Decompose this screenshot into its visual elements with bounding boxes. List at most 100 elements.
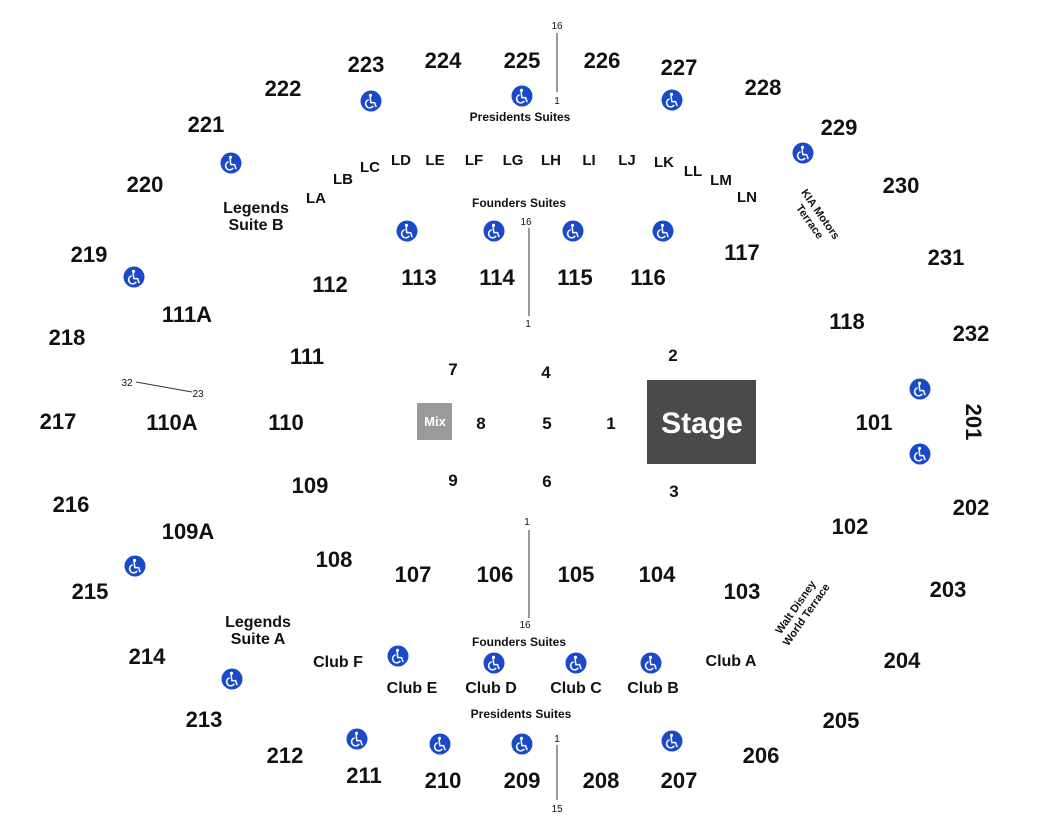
section-215[interactable]: 215 — [72, 579, 109, 604]
section-118[interactable]: 118 — [829, 309, 865, 334]
walt-disney-world-terrace[interactable]: Walt Disney World Terrace — [770, 574, 832, 648]
floor-2[interactable]: 2 — [668, 346, 677, 365]
section-220[interactable]: 220 — [127, 172, 164, 197]
section-221[interactable]: 221 — [188, 112, 225, 137]
section-111a[interactable]: 111A — [162, 302, 212, 327]
loge-le[interactable]: LE — [425, 152, 444, 169]
wheelchair-icon — [220, 667, 244, 691]
club-f[interactable]: Club F — [313, 654, 363, 671]
wheelchair-icon — [791, 141, 815, 165]
wheelchair-icon — [219, 151, 243, 175]
loge-lj[interactable]: LJ — [618, 152, 636, 169]
section-205[interactable]: 205 — [823, 708, 860, 733]
kia-motors-terrace[interactable]: KIA Motors Terrace — [788, 187, 842, 249]
section-218[interactable]: 218 — [49, 325, 86, 350]
wheelchair-icon — [639, 651, 663, 675]
legends-suite-a[interactable]: Suite A — [231, 631, 286, 648]
club-e[interactable]: Club E — [387, 680, 438, 697]
loge-lc[interactable]: LC — [360, 159, 380, 176]
section-213[interactable]: 213 — [186, 707, 223, 732]
loge-lm[interactable]: LM — [710, 172, 732, 189]
floor-6[interactable]: 6 — [542, 472, 551, 491]
row-marker: 1 — [554, 96, 560, 107]
section-230[interactable]: 230 — [883, 173, 920, 198]
section-210[interactable]: 210 — [425, 768, 462, 793]
founders-suites-bottom[interactable]: Founders Suites — [472, 635, 566, 649]
section-229[interactable]: 229 — [821, 115, 858, 140]
section-108[interactable]: 108 — [316, 547, 353, 572]
section-228[interactable]: 228 — [745, 75, 782, 100]
loge-ld[interactable]: LD — [391, 152, 411, 169]
loge-lf[interactable]: LF — [465, 152, 483, 169]
club-b[interactable]: Club B — [627, 680, 679, 697]
section-109[interactable]: 109 — [292, 473, 329, 498]
section-102[interactable]: 102 — [832, 514, 869, 539]
loge-ln[interactable]: LN — [737, 189, 757, 206]
loge-la[interactable]: LA — [306, 190, 326, 207]
section-114[interactable]: 114 — [479, 265, 515, 290]
section-109a[interactable]: 109A — [162, 519, 215, 544]
section-223[interactable]: 223 — [348, 52, 385, 77]
section-216[interactable]: 216 — [53, 492, 90, 517]
section-222[interactable]: 222 — [265, 76, 302, 101]
stage — [647, 380, 756, 464]
section-104[interactable]: 104 — [639, 562, 676, 587]
section-203[interactable]: 203 — [930, 577, 967, 602]
founders-suites-top[interactable]: Founders Suites — [472, 196, 566, 210]
section-214[interactable]: 214 — [129, 644, 166, 669]
section-103[interactable]: 103 — [724, 579, 761, 604]
loge-li[interactable]: LI — [582, 152, 595, 169]
section-219[interactable]: 219 — [71, 242, 108, 267]
section-227[interactable]: 227 — [661, 55, 698, 80]
loge-lb[interactable]: LB — [333, 171, 353, 188]
floor-4[interactable]: 4 — [541, 363, 551, 382]
section-217[interactable]: 217 — [40, 409, 77, 434]
section-202[interactable]: 202 — [953, 495, 990, 520]
floor-7[interactable]: 7 — [448, 360, 457, 379]
section-116[interactable]: 116 — [630, 265, 666, 290]
section-204[interactable]: 204 — [884, 648, 921, 673]
section-207[interactable]: 207 — [661, 768, 698, 793]
section-115[interactable]: 115 — [557, 265, 593, 290]
section-105[interactable]: 105 — [558, 562, 595, 587]
legends-suite-b[interactable]: Suite B — [228, 217, 283, 234]
section-225[interactable]: 225 — [504, 48, 541, 73]
section-110a[interactable]: 110A — [146, 410, 197, 435]
section-208[interactable]: 208 — [583, 768, 620, 793]
section-201[interactable]: 201 — [961, 404, 986, 441]
section-117[interactable]: 117 — [724, 240, 760, 265]
section-226[interactable]: 226 — [584, 48, 621, 73]
legends-suite-b[interactable]: Legends — [223, 200, 289, 217]
section-209[interactable]: 209 — [504, 768, 541, 793]
section-232[interactable]: 232 — [953, 321, 990, 346]
section-211[interactable]: 211 — [346, 763, 382, 788]
section-111[interactable]: 111 — [290, 344, 324, 369]
floor-8[interactable]: 8 — [476, 414, 485, 433]
loge-lg[interactable]: LG — [503, 152, 524, 169]
floor-3[interactable]: 3 — [669, 482, 678, 501]
section-106[interactable]: 106 — [477, 562, 514, 587]
loge-lk[interactable]: LK — [654, 154, 674, 171]
club-c[interactable]: Club C — [550, 680, 602, 697]
wheelchair-icon — [386, 644, 410, 668]
section-206[interactable]: 206 — [743, 743, 780, 768]
legends-suite-a[interactable]: Legends — [225, 614, 291, 631]
section-112[interactable]: 112 — [312, 272, 348, 297]
section-101[interactable]: 101 — [856, 410, 893, 435]
presidents-suites-top[interactable]: Presidents Suites — [470, 110, 571, 124]
floor-9[interactable]: 9 — [448, 471, 457, 490]
section-113[interactable]: 113 — [401, 265, 437, 290]
loge-lh[interactable]: LH — [541, 152, 561, 169]
section-212[interactable]: 212 — [267, 743, 304, 768]
section-110[interactable]: 110 — [268, 410, 304, 435]
loge-ll[interactable]: LL — [684, 163, 702, 180]
section-107[interactable]: 107 — [395, 562, 432, 587]
club-d[interactable]: Club D — [465, 680, 517, 697]
club-a[interactable]: Club A — [706, 653, 757, 670]
floor-1[interactable]: 1 — [606, 414, 615, 433]
section-231[interactable]: 231 — [928, 245, 965, 270]
section-224[interactable]: 224 — [425, 48, 462, 73]
floor-5[interactable]: 5 — [542, 414, 551, 433]
presidents-suites-bottom[interactable]: Presidents Suites — [471, 707, 572, 721]
